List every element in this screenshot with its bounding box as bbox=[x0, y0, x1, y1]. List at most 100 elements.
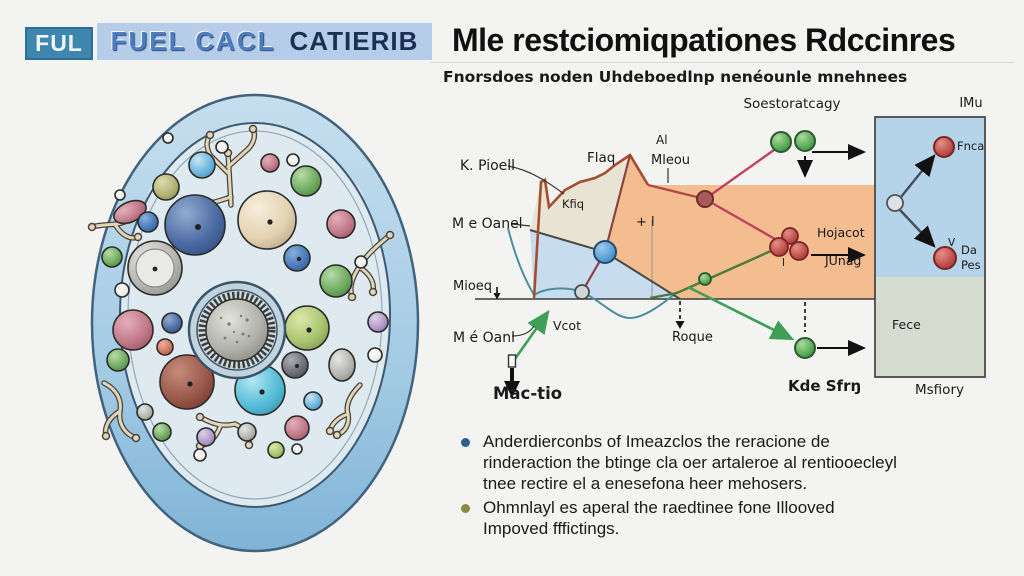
label-msfiory: Msfiory bbox=[915, 382, 964, 398]
organelle-sphere bbox=[159, 354, 215, 410]
crimson-top-edge bbox=[647, 183, 706, 201]
green-arrow-left bbox=[508, 309, 550, 367]
list-item: Ohmnlayl es aperal the raedtinee fone Il… bbox=[458, 497, 998, 539]
label-mac-tio: Mac-tio bbox=[493, 384, 562, 403]
node-panel-gray bbox=[886, 194, 904, 212]
label-m-e-oanel: M e Oanel bbox=[452, 216, 523, 232]
list-item: Anderdierconbs of Imeazclos the reracion… bbox=[458, 431, 998, 494]
blue-region bbox=[530, 230, 680, 299]
bullet-line: Impoved fffictings. bbox=[483, 519, 620, 538]
organelle-sphere bbox=[367, 347, 383, 363]
organelle-sphere bbox=[326, 209, 356, 239]
organelle-sphere bbox=[267, 441, 285, 459]
bullet-list: Anderdierconbs of Imeazclos the reracion… bbox=[458, 431, 998, 542]
label-tick: l bbox=[782, 256, 785, 269]
node-red-cluster bbox=[789, 241, 809, 261]
organelle-sphere bbox=[284, 415, 310, 441]
arrow-panel-down bbox=[899, 209, 936, 248]
label-kde-sfrn: Kde Sfrŋ bbox=[788, 377, 861, 395]
mioeq-mini-arrow bbox=[493, 287, 501, 300]
organelle-sphere bbox=[156, 338, 174, 356]
organelle-sphere bbox=[354, 255, 368, 269]
label-al: Al bbox=[656, 133, 668, 147]
label-v: V bbox=[948, 237, 956, 249]
crimson-line-down bbox=[704, 197, 783, 245]
organelle-sphere bbox=[193, 448, 207, 462]
diagram-labels: Fnorsdoes noden Uhdeboedlnp nenéounle mn… bbox=[443, 68, 984, 403]
green-line bbox=[649, 244, 783, 300]
node-green-pair-1 bbox=[770, 131, 792, 153]
organelle-sphere bbox=[152, 173, 180, 201]
header-divider bbox=[430, 62, 1014, 63]
node-panel-red-1 bbox=[933, 136, 955, 158]
organelle-sphere bbox=[162, 132, 174, 144]
organelle-sphere bbox=[319, 264, 353, 298]
organelle-sphere bbox=[367, 311, 389, 333]
node-red-cluster bbox=[769, 237, 789, 257]
label-k-pioell: K. Pioell bbox=[460, 158, 515, 174]
label-imu: IMu bbox=[959, 96, 982, 111]
organelle-sphere bbox=[137, 211, 159, 233]
nucleus-speckles bbox=[219, 314, 251, 344]
cell-organelles bbox=[101, 132, 389, 462]
label-junag: JUnag bbox=[824, 253, 861, 268]
node-blue bbox=[593, 240, 617, 264]
organelle-sphere bbox=[303, 391, 323, 411]
node-panel-red-2 bbox=[933, 246, 957, 270]
diagram-subtitle: Fnorsdoes noden Uhdeboedlnp nenéounle mn… bbox=[443, 68, 907, 86]
label-kfiq: Kfiq bbox=[562, 197, 584, 211]
label-fece: Fece bbox=[892, 317, 921, 332]
header-badge-fuel-cell: FUEL CACL CATIERIB bbox=[97, 23, 432, 60]
panel-green-zone bbox=[875, 277, 985, 377]
arrow-panel-up bbox=[900, 154, 936, 198]
header-catierib-text: CATIERIB bbox=[289, 26, 419, 56]
label-fnca: Fnca bbox=[957, 139, 984, 153]
node-gray bbox=[574, 284, 590, 300]
label-pes: Pes bbox=[961, 258, 981, 272]
organelle-sphere bbox=[283, 244, 311, 272]
beige-region bbox=[530, 155, 630, 252]
pointer-m-e-oanel bbox=[511, 223, 531, 227]
organelle-sphere bbox=[290, 165, 322, 197]
panel-border bbox=[874, 116, 986, 378]
bullet-line: Ohmnlayl es aperal the raedtinee fone Il… bbox=[483, 498, 835, 517]
label-hojacot: Hojacot bbox=[817, 225, 865, 240]
process-diagram: Fnorsdoes noden Uhdeboedlnp nenéounle mn… bbox=[430, 60, 1024, 425]
pointer-k-pioell bbox=[507, 165, 565, 195]
label-vcot: Vcot bbox=[553, 318, 581, 333]
organelle-sphere bbox=[112, 309, 154, 351]
organelle-sphere bbox=[286, 153, 300, 167]
page-title: Mle restciomiqpationes Rdccinres bbox=[452, 22, 956, 58]
bullet-line: rinderaction the btinge cla oer artalero… bbox=[483, 453, 897, 472]
organelle-sphere bbox=[260, 153, 280, 173]
organelle-sphere bbox=[284, 305, 330, 351]
organelle-sphere bbox=[237, 422, 257, 442]
cell-nucleus bbox=[187, 280, 287, 380]
pointer-m-e-oanl bbox=[511, 325, 535, 337]
header-fuel-cacl-text: FUEL CACL bbox=[110, 26, 276, 56]
label-m-e-oanl: M é Oanl bbox=[453, 330, 515, 346]
bullet-line: tnee rectire el a enesefona heer mehoser… bbox=[483, 474, 808, 493]
organelle-sphere bbox=[215, 140, 229, 154]
bullet-dot bbox=[461, 438, 470, 447]
bullet-dot bbox=[461, 504, 470, 513]
organelle-sphere bbox=[164, 194, 226, 256]
diagram-arrows bbox=[493, 144, 936, 398]
organelle-dots bbox=[152, 219, 312, 395]
green-arrow-line bbox=[687, 285, 795, 341]
label-roque: Roque bbox=[672, 330, 713, 345]
dashed-arrow-roque bbox=[675, 301, 685, 329]
organelle-sphere bbox=[328, 348, 356, 382]
label-plus-l: + l bbox=[636, 215, 655, 230]
header-badge-ful: FUL bbox=[25, 27, 93, 60]
organelle-sphere bbox=[188, 151, 216, 179]
organelle-sphere bbox=[291, 443, 303, 455]
organelle-sphere bbox=[101, 246, 123, 268]
organelle-sphere bbox=[114, 282, 130, 298]
diagram-nodes bbox=[574, 130, 957, 359]
organelle-sphere bbox=[161, 312, 183, 334]
node-darkred bbox=[696, 190, 714, 208]
label-da: Da bbox=[961, 243, 977, 257]
organelle-capsule bbox=[113, 199, 147, 225]
